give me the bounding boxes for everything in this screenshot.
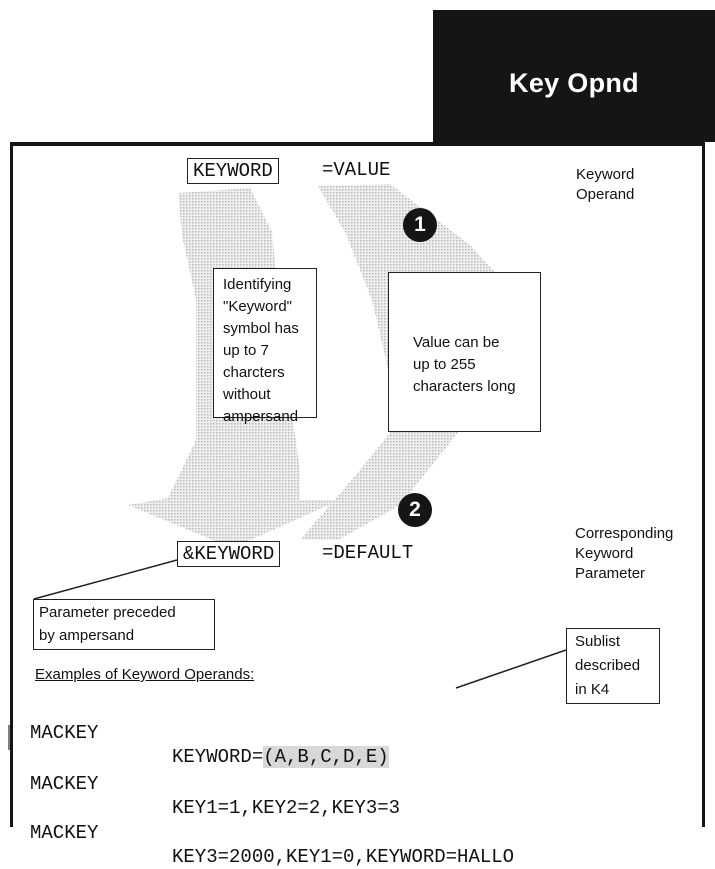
example-sublist: (A,B,C,D,E)	[263, 746, 389, 768]
keyword-note-line: ampersand	[223, 408, 299, 425]
keyword-note-line: symbol has	[223, 320, 299, 337]
corresponding-parameter-label-line: Corresponding	[575, 525, 674, 542]
example-operand-prefix: KEYWORD=	[172, 746, 264, 768]
keyword-operand-label-line: Operand	[576, 186, 635, 203]
keyword-note-line: charcters	[223, 364, 285, 381]
keyword-note-line: without	[223, 386, 271, 403]
keyword-operand-label: Keyword Operand	[576, 165, 634, 205]
sublist-note: Sublist described in K4	[566, 628, 660, 704]
example-macro: MACKEY	[30, 773, 99, 795]
keyword-box: KEYWORD	[187, 158, 279, 184]
parameter-box: &KEYWORD	[177, 541, 281, 567]
value-text: =VALUE	[322, 159, 391, 181]
example-operand: KEY3=2000,KEY1=0,KEYWORD=HALLO	[172, 846, 515, 868]
marker-2: 2	[398, 493, 432, 527]
parameter-note-line: by ampersand	[39, 627, 135, 644]
corresponding-parameter-label-line: Parameter	[575, 565, 646, 582]
example-macro: MACKEY	[30, 822, 99, 844]
default-text: =DEFAULT	[322, 542, 414, 564]
keyword-operand-label-line: Keyword	[576, 166, 635, 183]
corresponding-parameter-label: Corresponding Keyword Parameter	[575, 524, 673, 584]
value-note-line: Value can be	[413, 334, 500, 351]
keyword-note: Identifying "Keyword" symbol has up to 7…	[213, 268, 317, 425]
marker-1: 1	[403, 208, 437, 242]
example-macro: MACKEY	[30, 722, 99, 744]
sublist-note-line: described	[575, 657, 641, 674]
example-operand: KEYWORD=(A,B,C,D,E)	[172, 745, 389, 769]
keyword-note-line: up to 7	[223, 342, 269, 359]
sublist-note-line: Sublist	[575, 633, 621, 650]
sublist-note-line: in K4	[575, 681, 610, 698]
value-note-line: up to 255	[413, 356, 476, 373]
corresponding-parameter-label-line: Keyword	[575, 545, 634, 562]
header-tab: Key Opnd	[433, 10, 715, 142]
example-row: MACKEY KEY3=2000,KEY1=0,KEYWORD=HALLO	[30, 797, 514, 869]
example-row: MACKEY KEY1=1,KEY2=2,KEY3=3	[30, 748, 400, 820]
example-operand: KEY1=1,KEY2=2,KEY3=3	[172, 797, 401, 819]
parameter-note-line: Parameter preceded	[39, 604, 176, 621]
example-row: MACKEY KEYWORD=(A,B,C,D,E)	[30, 697, 389, 769]
value-note-line: characters long	[413, 378, 516, 395]
page-title: Key Opnd	[509, 68, 639, 98]
content-frame	[10, 142, 705, 827]
value-note: Value can be up to 255 characters long	[388, 272, 541, 432]
examples-title: Examples of Keyword Operands:	[35, 666, 255, 683]
keyword-note-line: "Keyword"	[223, 298, 293, 315]
parameter-note: Parameter preceded by ampersand	[33, 599, 215, 650]
keyword-note-line: Identifying	[223, 276, 292, 293]
